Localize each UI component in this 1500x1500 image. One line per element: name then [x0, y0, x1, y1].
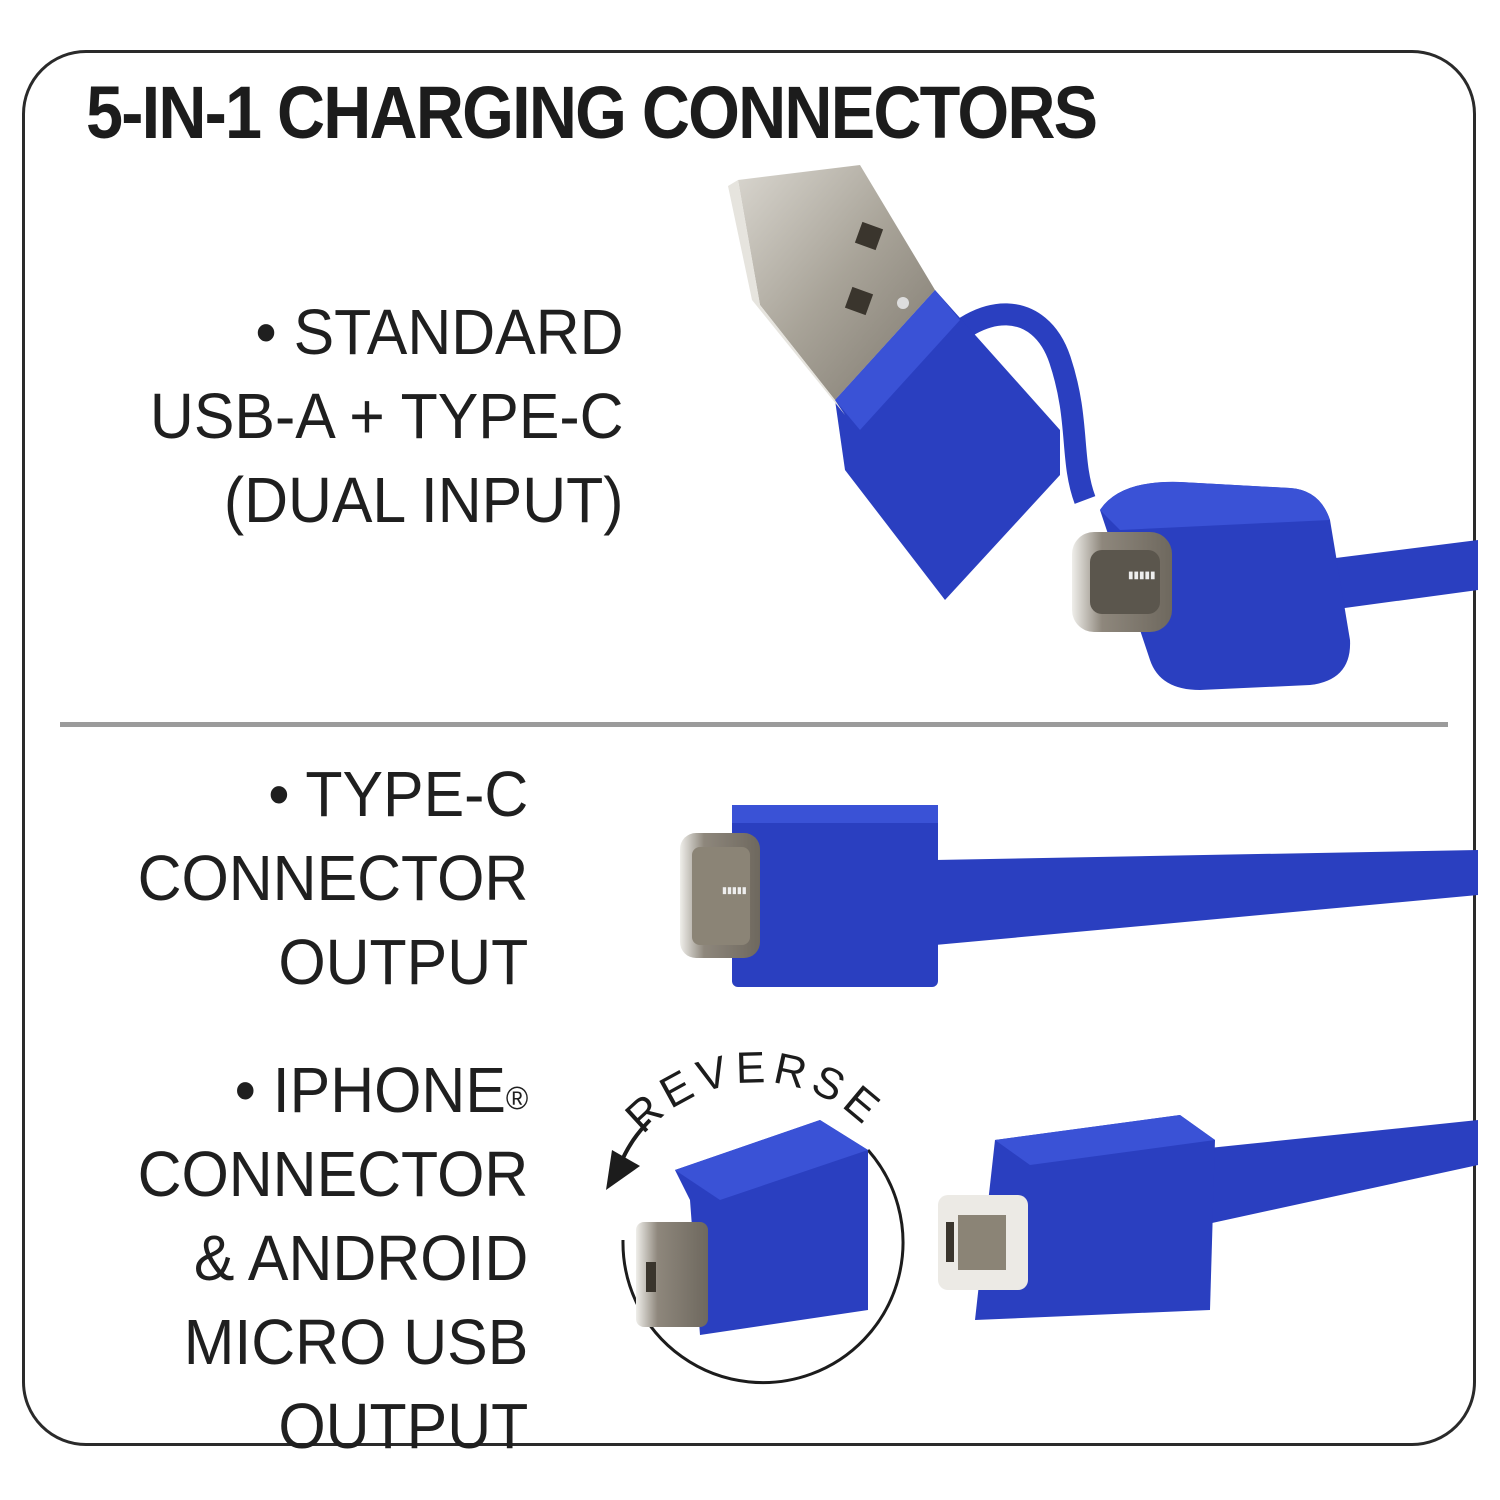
content-frame [22, 50, 1476, 1446]
type-c-output-image: ▮▮▮▮▮ [680, 805, 1478, 987]
bullet-icon: • [234, 1054, 256, 1126]
reverse-badge: REVERSE [606, 1043, 905, 1385]
type-c-dual-connector-image: ▮▮▮▮▮ [1072, 481, 1351, 690]
registered-mark: ® [505, 1080, 528, 1116]
bullet-icon: • [267, 758, 290, 830]
feature-line: OUTPUT [278, 1390, 528, 1462]
feature-line: MICRO USB [183, 1306, 528, 1378]
page-title: 5-IN-1 CHARGING CONNECTORS [86, 71, 1098, 154]
feature-line-text: TYPE-C [305, 758, 528, 830]
bullet-icon: • [255, 296, 278, 368]
svg-text:▮▮▮▮▮: ▮▮▮▮▮ [1128, 570, 1156, 581]
feature-line: CONNECTOR [137, 842, 528, 914]
feature-line-text: STANDARD [294, 296, 624, 368]
feature-iphone-micro-usb-output: • IPHONE® CONNECTOR & ANDROID MICRO USB … [137, 1048, 528, 1468]
feature-type-c-output: • TYPE-C CONNECTOR OUTPUT [137, 752, 528, 1004]
usb-a-connector-image [728, 165, 1478, 610]
svg-text:▮▮▮▮▮: ▮▮▮▮▮ [722, 885, 747, 895]
feature-line-text: IPHONE [272, 1054, 506, 1126]
feature-line: • TYPE-C [137, 752, 528, 836]
feature-line: • IPHONE® [137, 1048, 528, 1132]
arrow-head-icon [606, 1150, 640, 1190]
feature-line: CONNECTOR [137, 1138, 528, 1210]
feature-usb-a-type-c: • STANDARD USB-A + TYPE-C (DUAL INPUT) [150, 290, 624, 542]
feature-line: (DUAL INPUT) [224, 464, 624, 536]
micro-usb-output-image [938, 1115, 1478, 1320]
feature-line: • STANDARD [150, 290, 624, 374]
feature-line: & ANDROID [193, 1222, 528, 1294]
section-divider [60, 722, 1448, 727]
feature-line: USB-A + TYPE-C [150, 380, 624, 452]
feature-line: OUTPUT [278, 926, 528, 998]
reverse-label: REVERSE [616, 1043, 893, 1142]
